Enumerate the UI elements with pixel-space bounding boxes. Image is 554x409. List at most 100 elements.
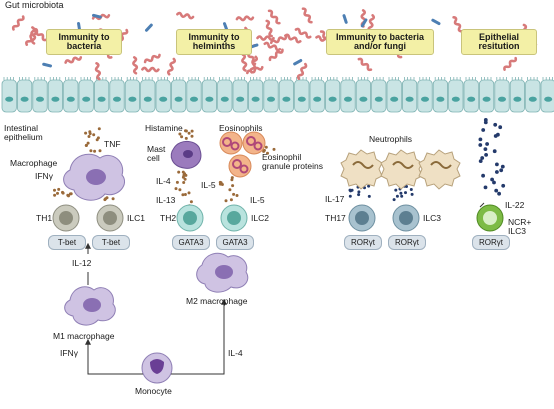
bacterium (265, 19, 273, 38)
il22-dot (497, 191, 501, 196)
epithelial-cell (309, 79, 325, 113)
epithelial-cell (247, 79, 264, 113)
epithelial-nucleus (498, 96, 506, 102)
ncr-ilc3-cell (476, 204, 504, 232)
il4-il13-dot (181, 193, 185, 197)
epithelial-cell (232, 79, 248, 113)
epithelial-nucleus (66, 96, 75, 102)
epithelial-nucleus (374, 96, 383, 102)
epithelial-nucleus (174, 96, 183, 102)
epithelial-cell (417, 79, 433, 113)
granule-dot (272, 147, 276, 151)
il17-dot (400, 194, 404, 198)
bacterium (268, 48, 284, 62)
rod-bacterium (145, 23, 153, 32)
ifng-dot (105, 196, 109, 200)
il4-il13-dot (181, 170, 185, 174)
ifng-dot (111, 197, 115, 201)
il22-dot (480, 156, 485, 160)
il22-dot (481, 128, 486, 132)
ilc1-cell (96, 204, 124, 232)
epithelial-nucleus (5, 96, 14, 102)
epithelial-cell (263, 79, 279, 113)
mast-cell-label: Mast cell (147, 144, 166, 164)
bacterium (431, 18, 441, 26)
tnf-dot (96, 136, 100, 140)
il5-dot (231, 184, 235, 188)
epithelial-cell (478, 79, 495, 113)
il17-dot (348, 194, 352, 198)
epithelial-nucleus (513, 96, 522, 102)
il17-dot (409, 188, 413, 191)
spiral-bacterium (143, 53, 161, 64)
ilc1-label: ILC1 (127, 213, 145, 223)
ifng-dot (53, 188, 56, 192)
spiral-bacterium (94, 62, 102, 81)
th17-cell (348, 204, 376, 232)
intestinal-epithelium-label: Intestinal epithelium (4, 123, 43, 143)
il22-dot (478, 143, 483, 147)
bacterium (367, 14, 376, 33)
il5-dot (235, 194, 239, 197)
il22-dot (501, 183, 506, 188)
il4-il13-dot (183, 193, 187, 196)
ilc2-cell (220, 204, 248, 232)
epithelial-nucleus (51, 96, 60, 102)
bacterium (11, 15, 25, 31)
il17-label: IL-17 (325, 194, 345, 204)
th2-cell (176, 204, 204, 232)
epithelial-nucleus (220, 96, 229, 102)
tnf-label: TNF (104, 139, 121, 149)
granule-dot (264, 145, 268, 149)
epithelial-nucleus (482, 96, 491, 102)
bacterium (267, 9, 281, 25)
bacterium (235, 15, 255, 22)
histamine-dot (190, 134, 194, 138)
il22-dot (492, 149, 497, 154)
tnf-dot (86, 141, 90, 145)
il17-dot (392, 198, 396, 202)
histamine-dot (190, 129, 194, 133)
epithelial-cell (463, 79, 479, 113)
spiral-bacterium (265, 19, 273, 38)
ilc2-label: ILC2 (251, 213, 269, 223)
il5-dot (228, 188, 232, 192)
spiral-bacterium (132, 56, 139, 75)
epithelial-cell (124, 79, 140, 113)
epithelial-nucleus (113, 96, 121, 102)
epithelial-cell (324, 79, 341, 113)
bacterium (293, 59, 303, 66)
spiral-bacterium (25, 29, 37, 46)
histamine-dot (178, 132, 182, 136)
epithelial-cell (432, 79, 449, 113)
epithelial-cell (540, 79, 554, 113)
epithelial-nucleus (143, 96, 152, 102)
epithelial-nucleus (390, 96, 399, 102)
epithelial-cell (386, 79, 402, 113)
ifng-dot (69, 192, 73, 196)
eosinophil-granule-proteins-label: Eosinophil granule proteins (262, 152, 323, 172)
il17-dot (394, 188, 398, 192)
eosinophils-label: Eosinophils (219, 123, 263, 133)
epithelial-cell (525, 79, 541, 113)
epithelial-nucleus (251, 96, 260, 102)
bacterium (357, 57, 373, 72)
spiral-bacterium (176, 11, 195, 20)
epithelial-nucleus (205, 96, 214, 102)
tnf-dot (84, 131, 88, 135)
macrophage-label: Macrophage (10, 158, 58, 168)
bacterium (92, 13, 102, 19)
epithelial-cell (448, 79, 464, 113)
il17-dot (410, 192, 414, 196)
bacterium (246, 65, 264, 75)
il4-il13-dot (178, 188, 182, 192)
granule-dot (262, 148, 266, 152)
th1-label: TH1 (36, 213, 53, 223)
bacterium (176, 11, 195, 20)
neutrophil-cells (340, 149, 461, 190)
spiral-bacterium (294, 27, 312, 39)
epithelial-cell (170, 79, 187, 113)
bacterium (143, 53, 161, 64)
